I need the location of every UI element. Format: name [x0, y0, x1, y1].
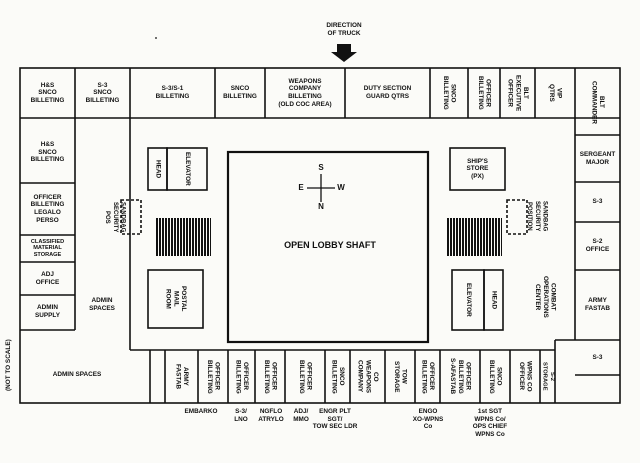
room-tow-storage: TOW STORAGE: [393, 360, 408, 393]
label-engr-plt: ENGR PLT SGT/ TOW SEC LDR: [312, 408, 358, 431]
compass-e: E: [298, 183, 304, 192]
room-officer-billeting-b4: OFFICER BILLETING: [298, 359, 313, 394]
room-vip-qtrs: VIP QTRS: [548, 84, 563, 102]
room-elevator-left: ELEVATOR: [183, 152, 191, 186]
label-ngflo-atrylo: NGFLO ATRYLO: [258, 408, 284, 423]
compass-n: N: [318, 202, 324, 211]
room-officer-billeting-b1: OFFICER BILLETING: [206, 359, 221, 394]
label-engo: ENGO XO-WPNS Co: [412, 408, 444, 431]
room-s3-snco-billeting: S-3 SNCO BILLETING: [85, 81, 120, 104]
room-s3-right-upper: S-3: [592, 198, 603, 206]
room-blt-executive-officer: BLT EXECUTIVE OFFICER: [506, 74, 529, 112]
lobby-shaft: [226, 150, 430, 344]
room-head-right: HEAD: [490, 290, 498, 310]
room-officer-billeting-top: OFFICER BILLETING: [477, 76, 492, 110]
room-s3-s1-billeting: S-3/S-1 BILLETING: [155, 85, 190, 100]
room-ships-store: SHIP'S STORE (PX): [466, 157, 489, 180]
compass-s: S: [318, 163, 324, 172]
direction-of-truck-label: DIRECTION OF TRUCK: [326, 22, 362, 37]
stairs-right: [446, 218, 502, 256]
room-army-fastab-right: ARMY FASTAB: [584, 297, 611, 312]
room-officer-billeting-b5: OFFICER BILLETING: [420, 359, 436, 394]
label-s3-lno: S-3/ LNO: [234, 408, 248, 423]
room-hs-snco-billeting-top: H&S SNCO BILLETING: [30, 81, 65, 104]
room-snco-billeting-b: SNCO BILLETING: [330, 359, 346, 394]
room-sergeant-major: SERGEANT MAJOR: [579, 150, 616, 166]
compass-w: W: [337, 183, 345, 192]
label-adj-mmo: ADJ/ MMO: [293, 408, 309, 423]
room-duty-section-guard-qtrs: DUTY SECTION GUARD QTRS: [363, 85, 412, 100]
room-snco-billeting-top: SNCO BILLETING: [223, 85, 257, 100]
room-postal-mail-room: POSTAL MAIL ROOM: [164, 286, 187, 312]
not-to-scale-note: (NOT TO SCALE): [5, 339, 13, 391]
label-1st-sgt: 1st SGT WPNS Co/ OPS CHIEF WPNS Co: [472, 408, 508, 438]
room-sandbag-security-right: SANDBAG SECURITY POSITION: [526, 200, 548, 232]
room-blt-commander: BLT COMMANDER: [590, 80, 606, 124]
room-admin-spaces-upper: ADMIN SPACES: [89, 297, 115, 312]
room-sandbag-security-left: SANDBAG SECURITY POS: [104, 201, 126, 233]
room-open-lobby-shaft: OPEN LOBBY SHAFT: [284, 240, 376, 251]
room-combat-operations-center: COMBAT OPERATIONS CENTER: [534, 276, 557, 318]
room-admin-spaces-lower: ADMIN SPACES: [52, 371, 102, 379]
room-admin-supply: ADMIN SUPPLY: [35, 304, 60, 319]
room-officer-billeting-legalo: OFFICER BILLETING LEGALO PERSO: [30, 193, 65, 224]
room-officer-billeting-safastab: OFFICER BILLETING S-AFASTAB: [449, 358, 472, 395]
room-s2-storage: S-2 STORAGE: [541, 362, 556, 391]
room-weapons-company-billeting: WEAPONS COMPANY BILLETING (OLD COC AREA): [278, 77, 332, 108]
room-officer-billeting-b3: OFFICER BILLETING: [263, 359, 278, 394]
room-snco-billeting-b2: SNCO BILLETING: [488, 359, 503, 394]
room-elevator-right: ELEVATOR: [464, 283, 472, 317]
stairs-left: [155, 218, 211, 256]
room-head-left: HEAD: [154, 159, 162, 179]
room-s3-right-lower: S-3: [592, 354, 603, 362]
room-hs-snco-billeting: H&S SNCO BILLETING: [30, 141, 65, 164]
room-snco-billeting-vertical: SNCO BILLETING: [442, 76, 457, 110]
room-co-weapons-company: CO WEAPONS COMPANY: [356, 359, 379, 394]
room-adj-office: ADJ OFFICE: [35, 270, 60, 286]
room-officer-billeting-b2: OFFICER BILLETING: [234, 359, 250, 394]
down-arrow-icon: [331, 44, 357, 62]
room-classified-storage: CLASSIFIED MATERIAL STORAGE: [30, 238, 65, 258]
room-wpns-co-officer: WPNS CO OFFICER: [518, 361, 533, 392]
room-army-fastab-bottom: ARMY FASTAB: [174, 363, 190, 390]
label-embarko: EMBARKO: [184, 408, 218, 415]
room-s2-office: S-2 OFFICE: [585, 238, 610, 253]
